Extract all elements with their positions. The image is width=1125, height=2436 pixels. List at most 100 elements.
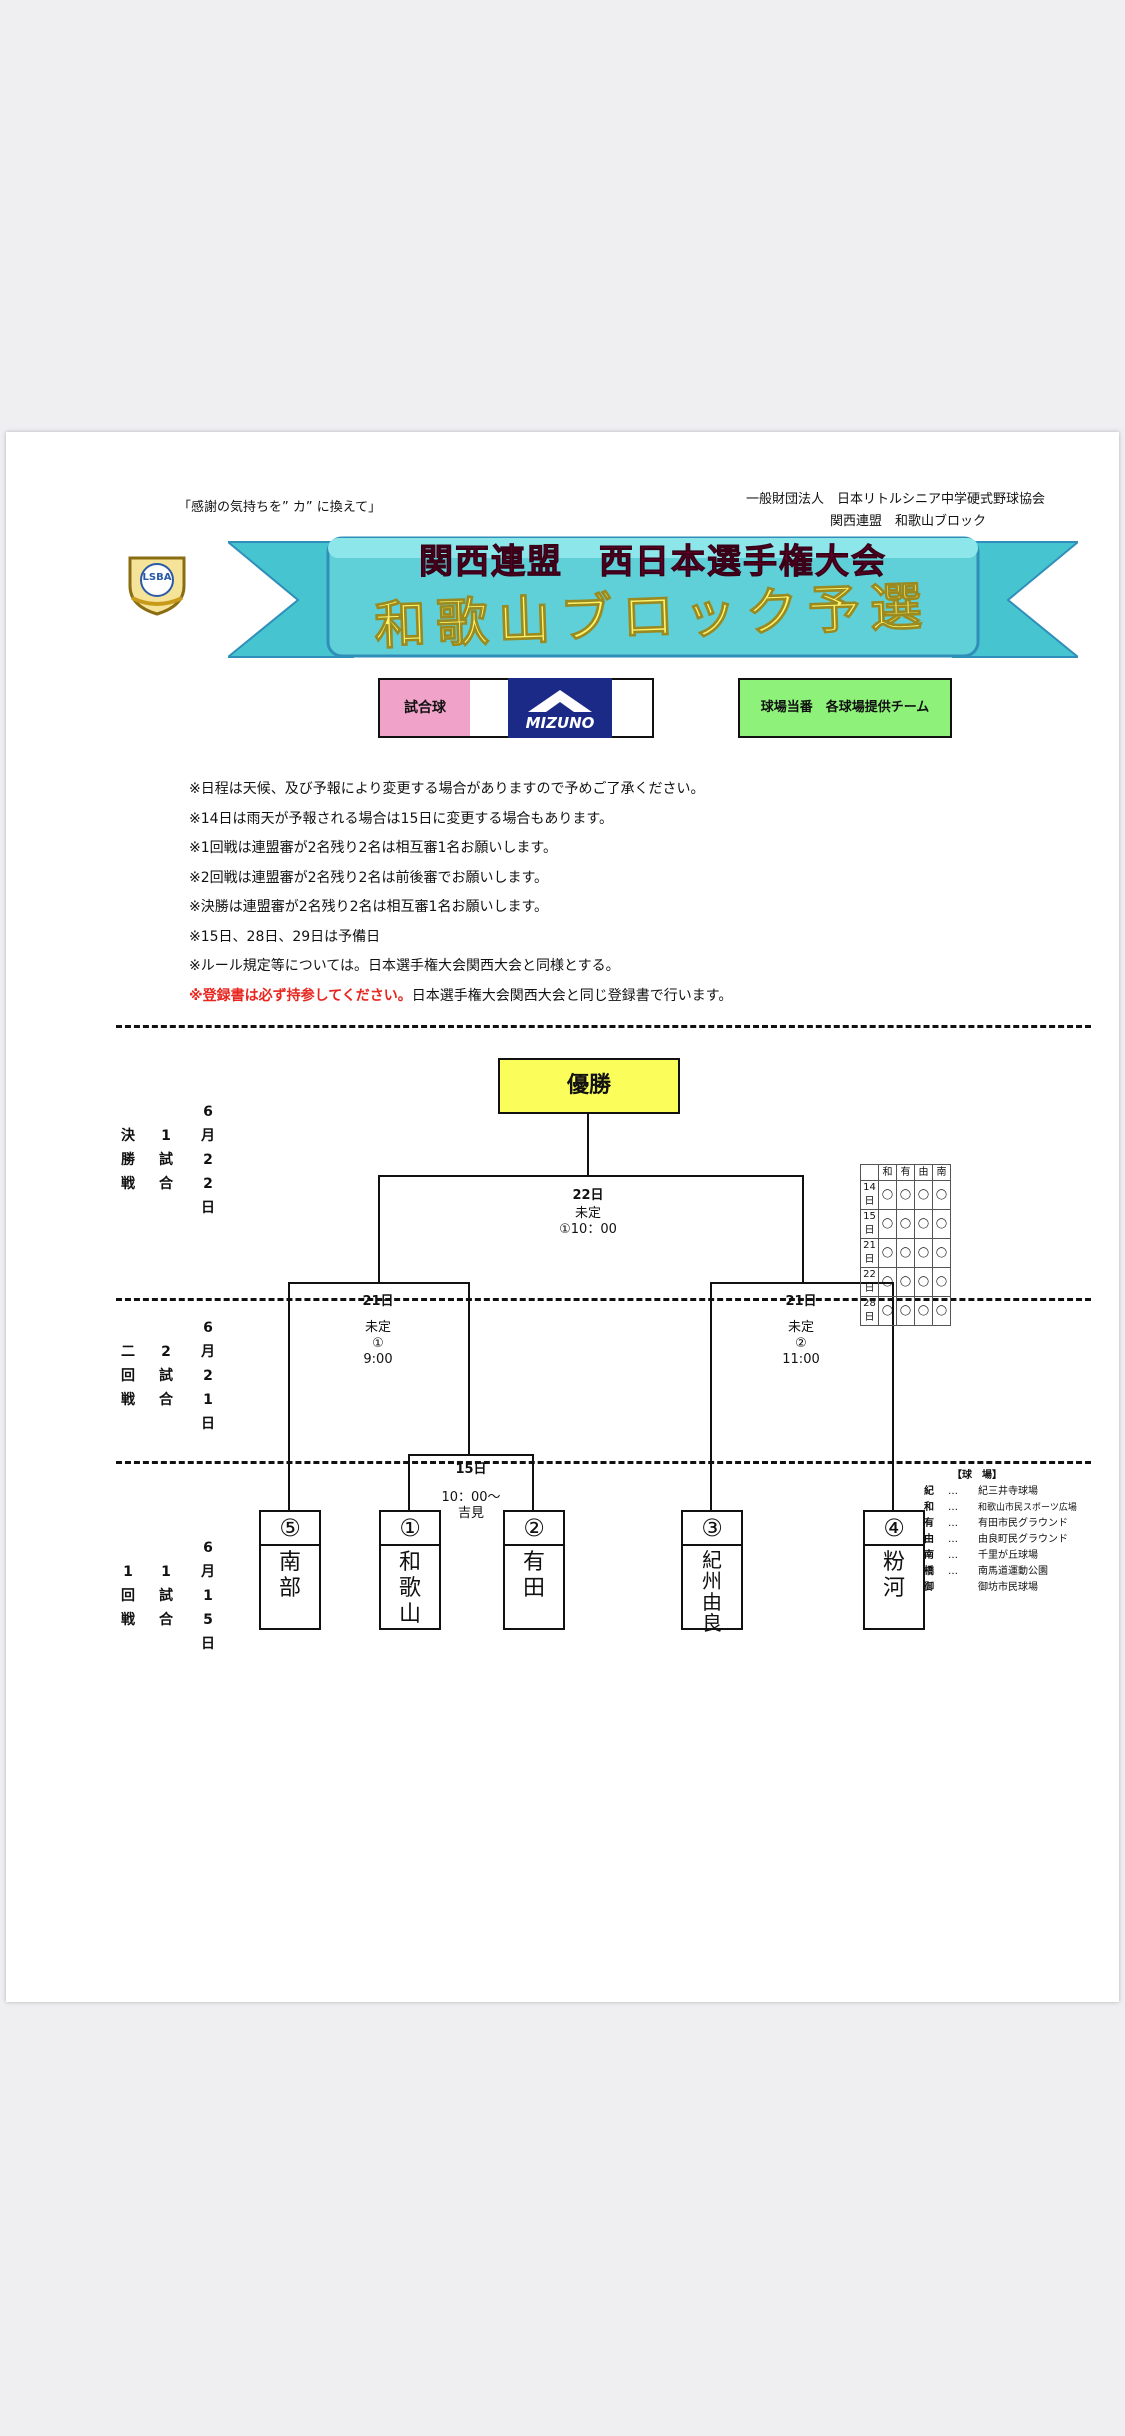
team-name: 紀州由良 <box>683 1546 741 1634</box>
semi2-court: ② <box>795 1336 807 1351</box>
banner-title: 関西連盟 西日本選手権大会 <box>419 542 887 583</box>
table-header-row: 和有由南 <box>860 1164 951 1181</box>
semi1-venue: 未定 <box>364 1320 391 1335</box>
semi2-time: 11:00 <box>782 1352 820 1367</box>
note-8-rest: 日本選手権大会関西大会と同じ登録書で行います。 <box>411 988 733 1004</box>
separator-top <box>116 1025 1091 1028</box>
team-seed: ③ <box>683 1512 741 1546</box>
logo-text: LSBA <box>142 572 172 583</box>
venue-list-title: 【球 場】 <box>952 1470 1002 1481</box>
semi1-right-drop <box>468 1282 470 1456</box>
team-name-text: 南部 <box>278 1550 301 1601</box>
team-name: 南部 <box>261 1546 319 1602</box>
table-row: 15日◯◯◯◯ <box>860 1209 951 1239</box>
semi1-time: 9:00 <box>363 1352 393 1367</box>
final-time: ①10：00 <box>559 1222 617 1237</box>
team-name-text: 紀州由良 <box>702 1548 722 1635</box>
separator-middle <box>116 1298 1091 1301</box>
final-bar <box>378 1175 804 1177</box>
note-2: ※14日は雨天が予報される場合は15日に変更する場合もあります。 <box>189 811 613 827</box>
table-row: 14日◯◯◯◯ <box>860 1180 951 1210</box>
table-row: 22日◯◯◯◯ <box>860 1267 951 1297</box>
final-left-drop <box>378 1175 380 1283</box>
final-label-col1: 決勝戦 <box>121 1128 135 1192</box>
semi2-date: 21日 <box>785 1294 817 1309</box>
final-date: 22日 <box>572 1188 604 1203</box>
r1-right-drop <box>532 1454 534 1512</box>
field-duty-box: 球場当番 各球場提供チーム <box>738 678 952 738</box>
note-3: ※1回戦は連盟審が2名残り2名は相互審1名お願いします。 <box>189 840 557 856</box>
final-venue: 未定 <box>574 1206 601 1221</box>
second-label-col1: 二回戦 <box>121 1344 135 1408</box>
note-8: ※登録書は必ず持参してください。日本選手権大会関西大会と同じ登録書で行います。 <box>189 985 732 1005</box>
team-nanbu: ⑤ 南部 <box>259 1510 321 1630</box>
semi1-date: 21日 <box>362 1294 394 1309</box>
list-item: 橋…南馬道運動公園 <box>924 1566 1048 1577</box>
semi2-right-drop <box>892 1282 894 1512</box>
organization-name: 一般財団法人 日本リトルシニア中学硬式野球協会 <box>746 492 1046 507</box>
r1-venue: 吉見 <box>457 1506 484 1521</box>
r1-game-info: 15日 10：00～ 吉見 <box>411 1462 531 1522</box>
note-6: ※15日、28日、29日は予備日 <box>189 929 381 945</box>
note-8-prefix: ※ <box>189 988 203 1004</box>
semi1-game-info: 21日 未定 ① 9:00 <box>318 1294 438 1368</box>
semi1-left-drop <box>288 1282 290 1512</box>
semi2-venue: 未定 <box>787 1320 814 1335</box>
team-name-text: 有田 <box>522 1550 545 1601</box>
organization-block: 関西連盟 和歌山ブロック <box>830 514 987 529</box>
brand-text: MIZUNO <box>525 714 595 732</box>
list-item: 由…由良町民グラウンド <box>924 1534 1068 1545</box>
semi1-court: ① <box>372 1336 384 1351</box>
tournament-document: 「感謝の気持ちを” カ” に換えて」 一般財団法人 日本リトルシニア中学硬式野球… <box>6 432 1119 2002</box>
list-item: 紀…紀三井寺球場 <box>924 1486 1038 1497</box>
team-seed: ② <box>505 1512 563 1546</box>
final-game-info: 22日 未定 ①10：00 <box>528 1188 648 1238</box>
list-item: 御御坊市民球場 <box>924 1582 1038 1593</box>
champion-box: 優勝 <box>498 1058 680 1114</box>
team-seed: ⑤ <box>261 1512 319 1546</box>
r1-time: 10：00～ <box>441 1490 501 1505</box>
mizuno-logo: MIZUNO <box>508 678 612 738</box>
team-name-text: 粉河 <box>882 1550 905 1601</box>
note-4: ※2回戦は連盟審が2名残り2名は前後審でお願いします。 <box>189 870 549 886</box>
note-7: ※ルール規定等については。日本選手権大会関西大会と同様とする。 <box>189 958 620 974</box>
semi2-game-info: 21日 未定 ② 11:00 <box>741 1294 861 1368</box>
final-right-drop <box>802 1175 804 1283</box>
team-wakayama: ① 和歌山 <box>379 1510 441 1630</box>
note-1: ※日程は天候、及び予報により変更する場合がありますので予めご了承ください。 <box>189 781 705 797</box>
r1-bar <box>408 1454 534 1456</box>
table-row: 28日◯◯◯◯ <box>860 1296 951 1326</box>
field-availability-table: 和有由南 14日◯◯◯◯ 15日◯◯◯◯ 21日◯◯◯◯ 22日◯◯◯◯ 28日… <box>860 1164 951 1326</box>
slogan: 「感謝の気持ちを” カ” に換えて」 <box>178 500 382 515</box>
team-name: 有田 <box>505 1546 563 1602</box>
team-seed: ④ <box>865 1512 923 1546</box>
list-item: 南…千里が丘球場 <box>924 1550 1038 1561</box>
team-seed: ① <box>381 1512 439 1546</box>
separator-bottom <box>116 1461 1091 1464</box>
list-item: 和…和歌山市民スポーツ広場 <box>924 1502 1077 1513</box>
note-5: ※決勝は連盟審が2名残り2名は相互審1名お願いします。 <box>189 899 549 915</box>
table-row: 21日◯◯◯◯ <box>860 1238 951 1268</box>
game-ball-label: 試合球 <box>380 680 470 736</box>
note-8-emphasis: 登録書は必ず持参してください。 <box>202 988 412 1004</box>
semi1-bar <box>288 1282 470 1284</box>
team-name: 和歌山 <box>381 1546 439 1628</box>
team-arida: ② 有田 <box>503 1510 565 1630</box>
semi2-bar <box>710 1282 894 1284</box>
venue-list: 【球 場】 紀…紀三井寺球場 和…和歌山市民スポーツ広場 有…有田市民グラウンド… <box>924 1468 1077 1596</box>
league-logo: LSBA <box>122 548 192 618</box>
team-name: 粉河 <box>865 1546 923 1602</box>
list-item: 有…有田市民グラウンド <box>924 1518 1068 1529</box>
title-banner: 関西連盟 西日本選手権大会 和歌山ブロック予選 <box>228 532 1078 662</box>
game-ball-box: 試合球 MIZUNO <box>378 678 654 738</box>
final-stem <box>587 1114 589 1176</box>
r1-date: 15日 <box>455 1462 487 1477</box>
team-name-text: 和歌山 <box>398 1550 421 1627</box>
